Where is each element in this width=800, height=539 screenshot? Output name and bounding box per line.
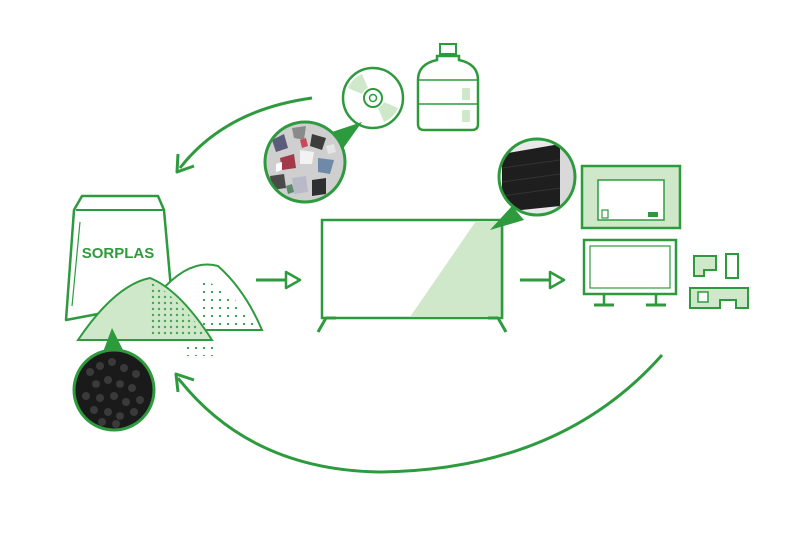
water-jug-icon [416,43,480,132]
arrow-to-products [520,270,566,290]
back-cover-closeup-icon [490,137,577,230]
tv-panel-icon [316,218,508,333]
black-pellets-icon [72,328,156,432]
pellet-piles [76,263,264,356]
arrow-to-tv [256,270,302,290]
small-parts-icon [689,253,749,309]
cd-disc-icon [341,66,405,130]
monitor-icon [582,238,678,307]
products-icon [580,164,749,309]
top-return-arrow [175,96,313,174]
bottom-return-arrow [174,354,664,474]
plastic-flakes-icon [263,120,362,204]
tv-back-view-icon [580,164,682,230]
bag-label: SORPLAS [82,245,155,262]
